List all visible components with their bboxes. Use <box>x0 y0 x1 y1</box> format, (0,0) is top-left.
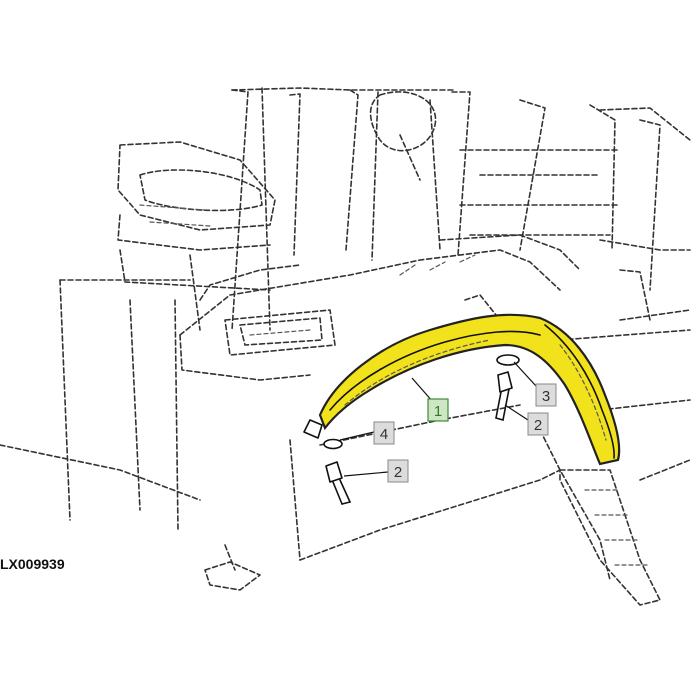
cab-outline <box>0 87 691 606</box>
fender-highlight <box>318 313 621 466</box>
callout-3: 3 <box>513 361 557 407</box>
callout-box-2-right <box>527 412 549 436</box>
callout-1: 1 <box>411 377 449 422</box>
callout-2-right: 2 <box>504 404 549 436</box>
callout-label-1: 1 <box>434 403 442 420</box>
bolt-icon <box>325 461 351 505</box>
callout-label-2-left: 2 <box>394 464 402 481</box>
callout-label-4: 4 <box>380 426 388 443</box>
callout-label-2-right: 2 <box>534 417 542 434</box>
callout-box-2-left <box>387 459 409 483</box>
callout-box-1 <box>427 398 449 422</box>
callout-label-3: 3 <box>542 388 550 405</box>
fender-extension <box>303 313 621 466</box>
callout-box-3 <box>535 383 557 407</box>
drawing-id: LX009939 <box>0 556 65 572</box>
washer-icon <box>496 354 520 366</box>
hardware <box>323 354 520 505</box>
bolt-icon <box>495 371 513 421</box>
washer-icon <box>323 438 343 450</box>
callout-4: 4 <box>339 421 395 445</box>
callout-box-4 <box>373 421 395 445</box>
callout-2-left: 2 <box>343 459 409 483</box>
